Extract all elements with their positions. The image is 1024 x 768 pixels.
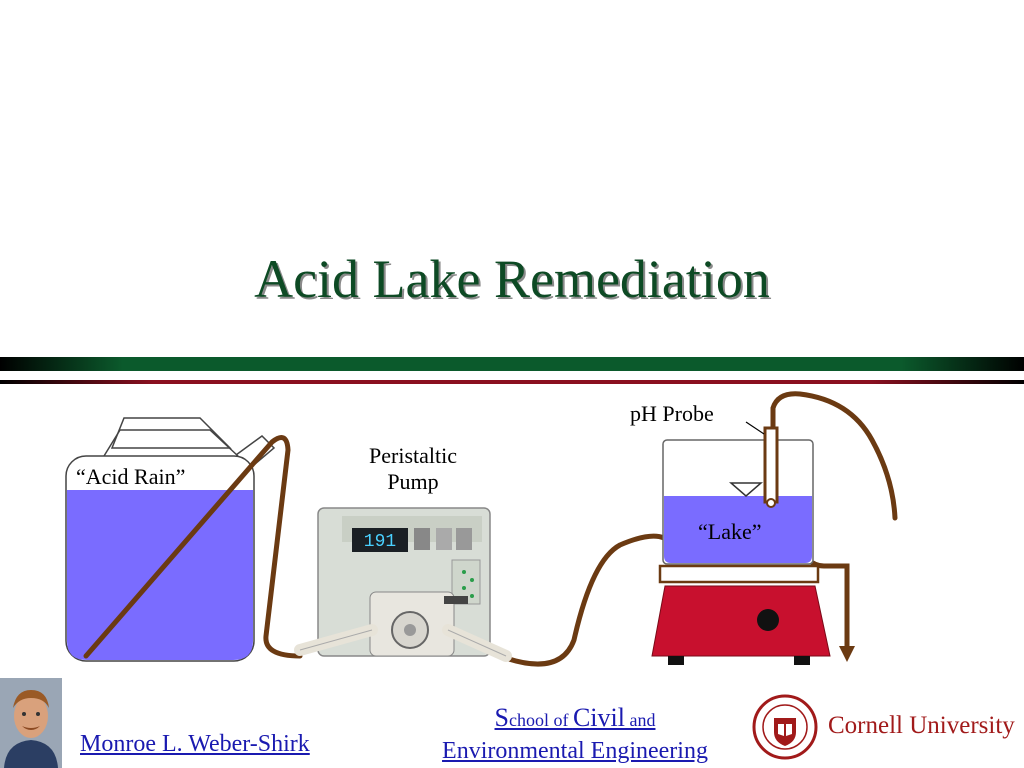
school-and: and — [624, 710, 656, 730]
divider-green-band — [0, 357, 1024, 371]
school-line2: Environmental Engineering — [442, 738, 708, 765]
lake-water — [664, 496, 812, 563]
acid-rain-water — [67, 490, 253, 660]
peristaltic-pump: 191 — [294, 507, 512, 662]
pump-label-line2: Pump — [387, 469, 439, 495]
outlet-arrow-icon — [839, 646, 855, 662]
lake-beaker — [662, 439, 814, 565]
author-link[interactable]: Monroe L. Weber-Shirk — [80, 731, 310, 757]
lake-label: “Lake” — [698, 519, 762, 544]
pump-label: Peristaltic Pump — [340, 443, 486, 496]
pump-display — [352, 528, 408, 552]
svg-text:191: 191 — [364, 532, 396, 552]
school-chool-of: chool of — [508, 710, 573, 730]
probe-cable — [770, 391, 898, 521]
acid-rain-label: “Acid Rain” — [76, 464, 186, 489]
divider-red-band — [0, 380, 1024, 384]
water-level-icon — [728, 482, 764, 497]
stirrer-knob-icon — [757, 609, 779, 631]
pump-label-line1: Peristaltic — [369, 443, 457, 468]
school-link[interactable]: School of Civil and Environmental Engine… — [410, 700, 740, 768]
inlet-tube — [83, 435, 303, 659]
cornell-seal-logo — [752, 694, 818, 760]
author-photo — [0, 678, 62, 768]
cornell-university-wordmark: Cornell University — [828, 712, 1015, 739]
slide-title: Acid Lake Remediation — [254, 249, 770, 309]
ph-probe — [745, 421, 779, 508]
school-s: S — [494, 703, 509, 732]
pump-to-lake-tube — [497, 533, 667, 667]
ph-probe-label: pH Probe — [630, 401, 714, 426]
acid-rain-jug — [65, 417, 276, 662]
magnetic-stirrer — [651, 564, 831, 665]
school-civil: Civil — [572, 703, 625, 732]
